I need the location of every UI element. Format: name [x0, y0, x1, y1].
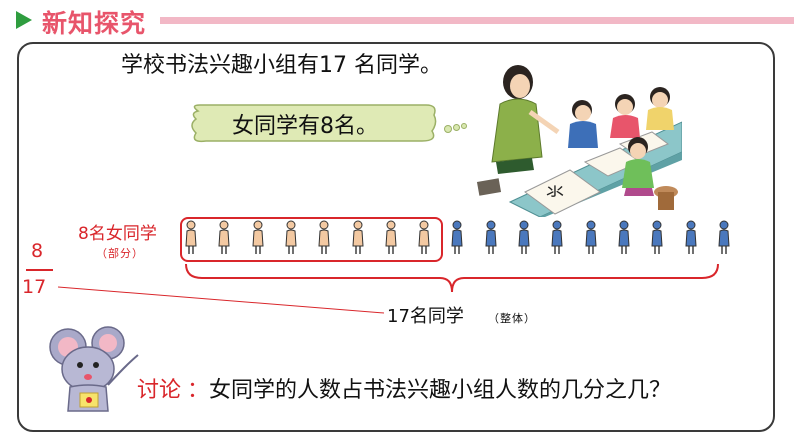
girls-label: 8名女同学: [78, 224, 157, 244]
discussion-question: 女同学的人数占书法兴趣小组人数的几分之几？: [209, 378, 672, 403]
girl-figure-icon: [285, 220, 297, 254]
speech-bubble: [191, 104, 437, 143]
section-header: 新知探究: [0, 0, 794, 40]
fraction-numerator: 8: [31, 240, 44, 262]
boy-figure-icon: [585, 220, 597, 254]
content-card: [17, 42, 775, 432]
whole-bracket: [185, 263, 719, 293]
girl-figure-icon: [252, 220, 264, 254]
header-bar: [160, 17, 794, 24]
girl-figure-icon: [185, 220, 197, 254]
discussion-separator: ：: [187, 378, 210, 403]
section-title: 新知探究: [42, 9, 147, 38]
boy-figure-icon: [451, 220, 463, 254]
girl-figure-icon: [418, 220, 430, 254]
boy-figure-icon: [684, 220, 697, 254]
problem-intro: 学校书法兴趣小组有17 名同学。: [121, 53, 442, 78]
total-label: 17名同学: [387, 306, 464, 327]
teacher-illustration: 氺: [476, 65, 682, 217]
pointer-line: [58, 286, 385, 314]
speech-text: 女同学有8名。: [232, 114, 378, 139]
boy-figure-icon: [618, 220, 630, 254]
fraction-denominator: 17: [22, 276, 47, 298]
girl-figure-icon: [218, 220, 230, 254]
girl-figure-icon: [385, 220, 397, 254]
boy-figure-icon: [651, 220, 663, 254]
play-triangle-icon: [16, 11, 32, 29]
girl-figure-icon: [318, 220, 330, 254]
girls-group-box: [180, 217, 443, 262]
svg-text:氺: 氺: [546, 182, 564, 203]
boy-figure-icon: [718, 220, 730, 254]
discussion-label: 讨论: [137, 378, 182, 403]
girl-figure-icon: [351, 220, 364, 254]
whole-label: （整体）: [488, 312, 536, 325]
boy-figure-icon: [518, 220, 530, 254]
boy-figure-icon: [551, 220, 563, 254]
mouse-mascot-icon: [49, 326, 139, 412]
boy-figure-icon: [485, 220, 497, 254]
part-label: （部分）: [96, 247, 144, 260]
fraction-bar: [26, 269, 53, 271]
